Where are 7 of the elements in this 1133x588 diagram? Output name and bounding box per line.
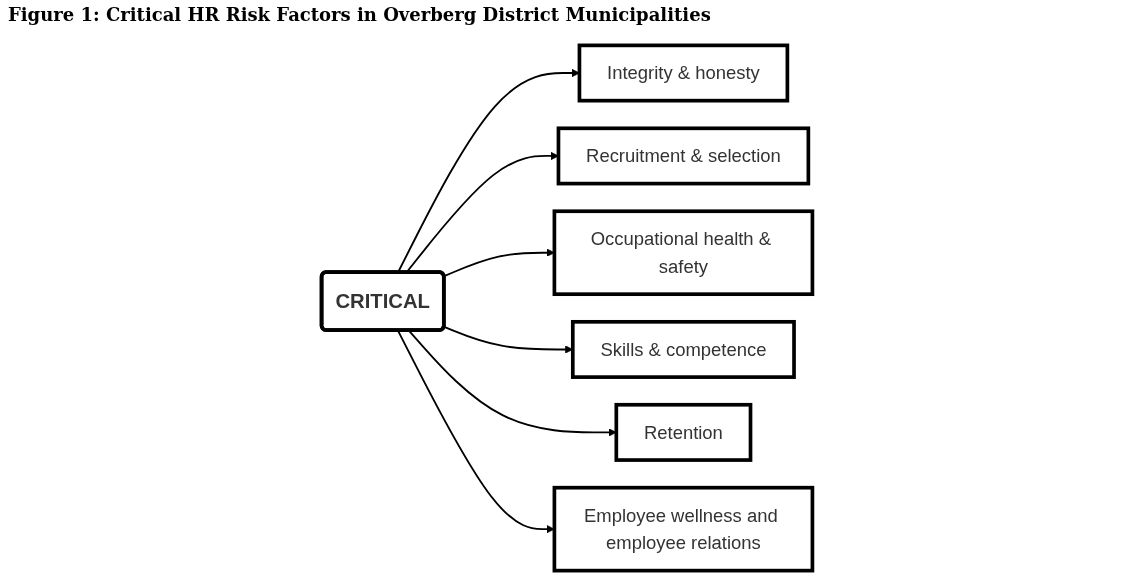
node-box: Recruitment & selection	[556, 126, 810, 186]
figure-title: Figure 1: Critical HR Risk Factors in Overberg District Municipalities	[7, 3, 712, 27]
node-box: Retention	[613, 402, 752, 462]
node-box: Skills & competence	[570, 319, 796, 379]
node-box: Occupational health & safety	[552, 209, 814, 297]
node-box: Integrity & honesty	[577, 43, 789, 103]
node-box: Employee wellness and employee relations	[552, 485, 814, 573]
